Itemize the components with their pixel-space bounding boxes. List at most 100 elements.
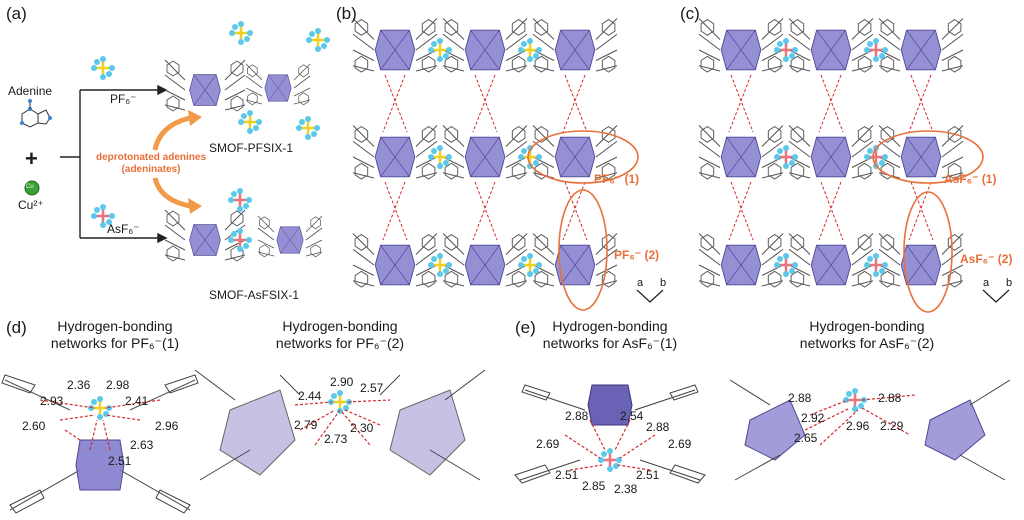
distance-label: 2.88	[646, 420, 670, 434]
distance-label: 2.36	[67, 378, 91, 392]
distance-label: 2.79	[294, 418, 318, 432]
distance-label: 2.57	[360, 381, 384, 395]
distance-label: 2.69	[536, 437, 560, 451]
distance-label: 2.60	[22, 419, 46, 433]
axis-a-label-c: a	[983, 277, 990, 289]
pf6-arrow-label: PF₆⁻	[110, 92, 137, 106]
pf6-2-highlight	[558, 189, 608, 311]
distance-label: 2.69	[668, 437, 692, 451]
hydrogen-bond	[818, 74, 844, 133]
hydrogen-bond	[728, 74, 754, 133]
deprotonated-note-line1: deprotonated adenines	[96, 152, 207, 163]
arrowhead-down	[188, 198, 202, 214]
pf6-icon	[89, 54, 117, 82]
pf6-anion	[236, 108, 264, 136]
panel-b-lattice	[352, 17, 618, 288]
cu-octahedron	[720, 29, 762, 71]
distance-label: 2.88	[565, 409, 589, 423]
cu-octahedron	[464, 29, 506, 71]
distance-label: 2.30	[350, 421, 374, 435]
distance-label: 2.92	[801, 411, 825, 425]
distance-label: 2.93	[40, 394, 64, 408]
reaction-branch-lines	[60, 84, 168, 244]
cu-octahedron	[720, 136, 762, 178]
distance-label: 2.73	[324, 432, 348, 446]
panel-d-title-1-line2: networks for PF₆⁻(1)	[50, 335, 180, 351]
hydrogen-bond	[472, 74, 498, 133]
pf6-2-label: PF₆⁻ (2)	[614, 248, 660, 262]
axis-b-label-c: b	[1006, 277, 1013, 289]
adenine-label: Adenine	[8, 84, 53, 98]
pf6-anion	[294, 114, 322, 142]
hydrogen-bond	[382, 181, 408, 241]
copper-ion	[24, 180, 40, 196]
asf6-2-highlight	[903, 191, 953, 313]
asf6-arrow-label: AsF₆⁻	[107, 222, 140, 236]
panel-a-label: (a)	[6, 4, 27, 23]
panel-e-title-2: Hydrogen-bonding networks for AsF₆⁻(2)	[782, 318, 952, 352]
cu-octahedron	[464, 136, 506, 178]
cu-octahedron	[900, 136, 942, 178]
panel-c-label: (c)	[680, 4, 700, 23]
axis-b-label-b: b	[660, 277, 667, 289]
distance-label: 2.51	[636, 468, 660, 482]
distance-label: 2.51	[108, 454, 132, 468]
asf6-1-highlight	[872, 130, 984, 184]
distance-label: 2.96	[155, 419, 179, 433]
cu-octahedron	[464, 244, 506, 286]
cu-octahedron	[810, 136, 852, 178]
asf6-1-label: AsF₆⁻ (1)	[944, 172, 997, 186]
hydrogen-bond	[908, 74, 934, 133]
plus-sign: +	[25, 146, 38, 171]
cu-octahedron	[554, 136, 596, 178]
distance-label: 2.88	[788, 391, 812, 405]
distance-label: 2.98	[106, 378, 130, 392]
panel-d-title-1-line1: Hydrogen-bonding	[57, 318, 173, 334]
panel-c-lattice	[698, 17, 964, 288]
deprotonated-note-line2: (adeninates)	[121, 164, 181, 175]
distance-label: 2.88	[878, 391, 902, 405]
panel-e-title-2-line2: networks for AsF₆⁻(2)	[799, 335, 935, 351]
adenine-molecule	[20, 99, 52, 128]
panel-d-title-2-line2: networks for PF₆⁻(2)	[275, 335, 405, 351]
axis-a-label-b: a	[637, 277, 644, 289]
pf6-anion	[304, 26, 332, 54]
panel-d-title-1: Hydrogen-bonding networks for PF₆⁻(1)	[30, 318, 200, 352]
asf6-anion	[226, 186, 254, 214]
cu-octahedron	[900, 29, 942, 71]
hydrogen-bond	[908, 181, 934, 241]
distance-label: 2.44	[298, 389, 322, 403]
cu-octahedron	[720, 244, 762, 286]
panel-e-title-1-line1: Hydrogen-bonding	[552, 318, 668, 334]
cu-octahedron	[810, 29, 852, 71]
cu-octahedron	[554, 29, 596, 71]
panel-b-label: (b)	[336, 4, 357, 23]
panel-e-title-1: Hydrogen-bonding networks for AsF₆⁻(1)	[525, 318, 695, 352]
copper-label: Cu²⁺	[18, 198, 44, 212]
hydrogen-bond	[472, 181, 498, 241]
panel-e-label: (e)	[515, 318, 536, 337]
hydrogen-bond	[562, 181, 588, 241]
panel-d-label: (d)	[6, 318, 27, 337]
asf6-2-label: AsF₆⁻ (2)	[960, 252, 1013, 266]
pf6-anion	[227, 19, 255, 47]
panel-e-graphics	[514, 379, 1011, 484]
panel-d-graphics	[1, 369, 486, 514]
hydrogen-bond	[728, 181, 754, 241]
smof-pfsix-structure-2	[245, 63, 311, 106]
panel-d-title-2: Hydrogen-bonding networks for PF₆⁻(2)	[255, 318, 425, 352]
panel-e-title-1-line2: networks for AsF₆⁻(1)	[542, 335, 678, 351]
deprotonated-note: deprotonated adenines (adeninates)	[96, 152, 206, 176]
pf6-1-label: PF₆⁻ (1)	[594, 172, 640, 186]
distance-label: 2.96	[846, 419, 870, 433]
cu-octahedron	[374, 136, 416, 178]
distance-label: 2.51	[555, 468, 579, 482]
panel-a-graphics	[20, 19, 332, 262]
smof-pfsix-structure	[164, 59, 246, 112]
distance-label: 2.41	[125, 394, 149, 408]
cu-octahedron	[374, 244, 416, 286]
hydrogen-bond	[562, 74, 588, 133]
orange-arrows	[152, 115, 191, 209]
distance-label: 2.65	[794, 431, 818, 445]
pf6-1-highlight	[527, 130, 639, 184]
